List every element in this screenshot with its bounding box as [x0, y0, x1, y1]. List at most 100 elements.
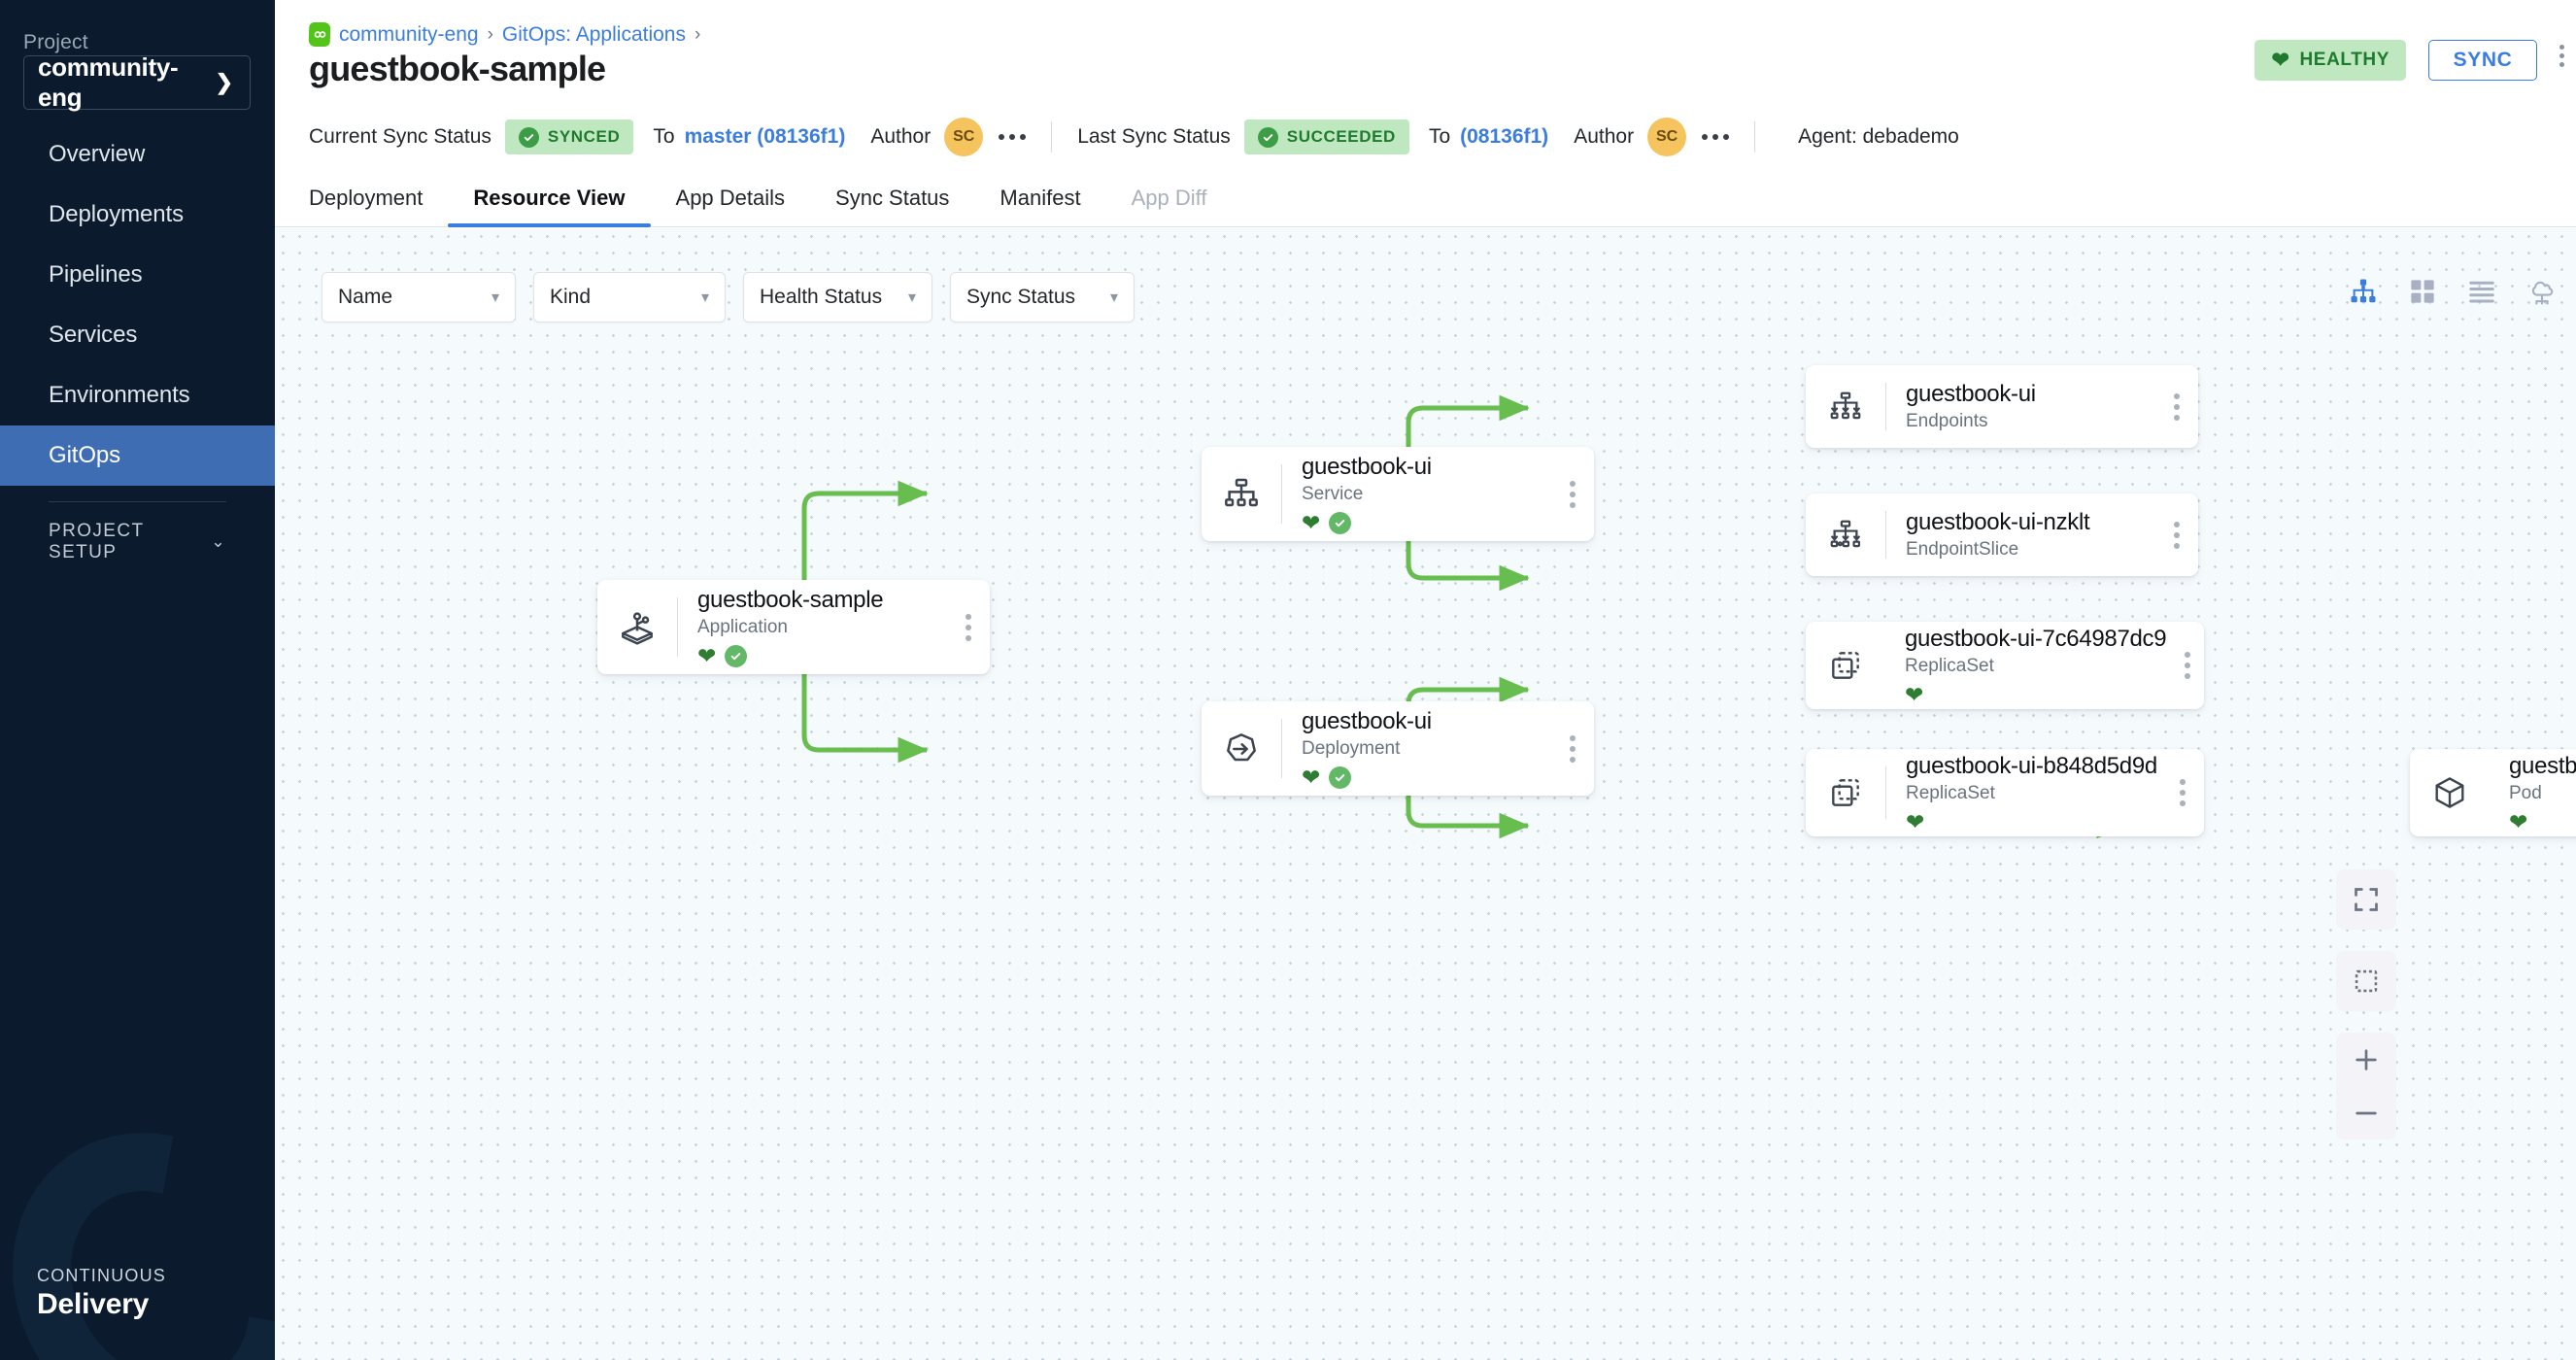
- node-status-badges: ❤: [2509, 811, 2576, 833]
- synced-check-icon: [1329, 512, 1351, 534]
- health-heart-icon: ❤: [697, 645, 716, 667]
- application-icon: [597, 580, 677, 674]
- node-menu-button[interactable]: [2166, 622, 2209, 709]
- node-body: guestbook-ui Endpoints: [1886, 365, 2155, 448]
- sidebar-divider: [49, 501, 226, 502]
- chevron-right-icon: ❯: [216, 70, 233, 95]
- tab-app-details[interactable]: App Details: [651, 170, 811, 226]
- chevron-down-icon: ▾: [491, 288, 499, 307]
- current-commit-link[interactable]: master (08136f1): [685, 125, 846, 149]
- tab-resource-view[interactable]: Resource View: [448, 170, 650, 226]
- tab-deployment[interactable]: Deployment: [309, 170, 448, 226]
- filter-health-status-dropdown[interactable]: Health Status ▾: [743, 272, 932, 323]
- brand-line-2: Delivery: [37, 1288, 166, 1321]
- resource-graph-canvas[interactable]: Name ▾ Kind ▾ Health Status ▾ Sync Statu…: [275, 228, 2576, 1360]
- fit-screen-button[interactable]: [2336, 869, 2396, 930]
- node-name: guestbook-ui: [1302, 454, 1551, 481]
- node-name: guestbook-ui-nzklt: [1906, 509, 2155, 536]
- status-badge-healthy: ❤ HEALTHY: [2254, 40, 2406, 81]
- node-name: guestbook-ui: [1906, 381, 2155, 408]
- chevron-down-icon: ▾: [908, 288, 916, 307]
- tab-sync-status[interactable]: Sync Status: [810, 170, 974, 226]
- agent-label: Agent: debademo: [1798, 125, 1959, 149]
- last-commit-link[interactable]: (08136f1): [1460, 125, 1548, 149]
- replicaset-icon: [1806, 622, 1885, 709]
- sidebar-item-environments[interactable]: Environments: [0, 365, 275, 425]
- breadcrumb-link-gitops-applications[interactable]: GitOps: Applications: [502, 23, 686, 47]
- graph-node-service[interactable]: guestbook-ui Service ❤: [1202, 447, 1594, 541]
- node-body: guestbook-ui-7c64987dc9 ReplicaSet ❤: [1885, 622, 2166, 709]
- node-kind: Service: [1302, 484, 1551, 505]
- sidebar-project-label: Project: [23, 31, 88, 54]
- graph-node-endpointslice[interactable]: guestbook-ui-nzklt EndpointSlice: [1806, 493, 2198, 576]
- zoom-in-button[interactable]: [2336, 1033, 2396, 1086]
- current-sync-more-button[interactable]: [999, 134, 1026, 140]
- grid-view-icon[interactable]: [2409, 278, 2436, 305]
- page-header: community-eng › GitOps: Applications › g…: [275, 0, 2576, 107]
- health-heart-icon: ❤: [1905, 684, 1923, 706]
- node-kind: ReplicaSet: [1905, 656, 2166, 677]
- health-heart-icon: ❤: [2509, 811, 2527, 833]
- graph-node-application[interactable]: guestbook-sample Application ❤: [597, 580, 990, 674]
- list-view-icon[interactable]: [2467, 277, 2496, 306]
- tab-bar: Deployment Resource View App Details Syn…: [275, 167, 2576, 227]
- tab-manifest[interactable]: Manifest: [974, 170, 1105, 226]
- sidebar-item-pipelines[interactable]: Pipelines: [0, 245, 275, 305]
- sidebar-item-gitops[interactable]: GitOps: [0, 425, 275, 486]
- node-menu-button[interactable]: [1551, 447, 1594, 541]
- sidebar-item-overview[interactable]: Overview: [0, 124, 275, 185]
- project-selector[interactable]: community-eng ❯: [23, 55, 251, 110]
- graph-node-deployment[interactable]: guestbook-ui Deployment ❤: [1202, 701, 1594, 796]
- graph-node-replicaset-b848d5d9d[interactable]: guestbook-ui-b848d5d9d ReplicaSet ❤: [1806, 749, 2204, 836]
- endpoints-icon: [1806, 365, 1885, 448]
- node-status-badges: ❤: [697, 645, 947, 667]
- sidebar-item-label: Services: [49, 322, 137, 349]
- last-sync-status-value: SUCCEEDED: [1287, 127, 1396, 147]
- breadcrumb-separator-icon: ›: [488, 24, 493, 46]
- node-menu-button[interactable]: [2155, 365, 2198, 448]
- more-options-button[interactable]: [2559, 45, 2564, 67]
- filter-name-label: Name: [338, 286, 392, 309]
- filter-kind-dropdown[interactable]: Kind ▾: [533, 272, 726, 323]
- filter-sync-status-dropdown[interactable]: Sync Status ▾: [950, 272, 1135, 323]
- sync-button[interactable]: SYNC: [2428, 40, 2537, 81]
- sidebar-item-deployments[interactable]: Deployments: [0, 185, 275, 245]
- filter-name-dropdown[interactable]: Name ▾: [322, 272, 516, 323]
- current-sync-status-label: Current Sync Status: [309, 125, 491, 149]
- node-menu-button[interactable]: [2161, 749, 2204, 836]
- node-name: guestbook-ui: [1302, 708, 1551, 735]
- check-circle-icon: [519, 127, 539, 148]
- node-kind: EndpointSlice: [1906, 539, 2155, 561]
- node-body: guestbook-ui-b848d5d9… Pod ❤: [2490, 749, 2576, 836]
- status-divider: [1051, 121, 1052, 153]
- last-sync-more-button[interactable]: [1702, 134, 1729, 140]
- zoom-out-button[interactable]: [2336, 1086, 2396, 1139]
- node-name: guestbook-ui-7c64987dc9: [1905, 626, 2166, 653]
- sidebar-item-services[interactable]: Services: [0, 305, 275, 365]
- graph-node-endpoints[interactable]: guestbook-ui Endpoints: [1806, 365, 2198, 448]
- service-icon: [1202, 447, 1281, 541]
- tree-view-icon[interactable]: [2349, 277, 2378, 306]
- node-menu-button[interactable]: [1551, 701, 1594, 796]
- node-body: guestbook-ui Deployment ❤: [1282, 701, 1551, 796]
- node-name: guestbook-sample: [697, 587, 947, 614]
- graph-node-replicaset-7c64987dc9[interactable]: guestbook-ui-7c64987dc9 ReplicaSet ❤: [1806, 622, 2204, 709]
- view-toggle-group: [2349, 277, 2557, 306]
- pod-icon: [2410, 749, 2490, 836]
- graph-node-pod[interactable]: guestbook-ui-b848d5d9… Pod ❤: [2410, 749, 2576, 836]
- project-selector-value: community-eng: [38, 52, 216, 113]
- status-badge-label: HEALTHY: [2299, 50, 2390, 71]
- health-heart-icon: ❤: [1302, 512, 1320, 534]
- brand-line-1: CONTINUOUS: [37, 1266, 166, 1286]
- network-view-icon[interactable]: [2527, 277, 2557, 306]
- current-sync-status-badge: SYNCED: [505, 119, 633, 154]
- breadcrumb-link-project[interactable]: community-eng: [339, 23, 479, 47]
- select-region-button[interactable]: [2336, 951, 2396, 1011]
- node-menu-button[interactable]: [947, 580, 990, 674]
- node-status-badges: ❤: [1302, 766, 1551, 789]
- sidebar-project-setup[interactable]: PROJECT SETUP ⌄: [0, 524, 275, 561]
- node-menu-button[interactable]: [2155, 493, 2198, 576]
- endpointslice-icon: [1806, 493, 1885, 576]
- current-author-label: Author: [870, 125, 931, 149]
